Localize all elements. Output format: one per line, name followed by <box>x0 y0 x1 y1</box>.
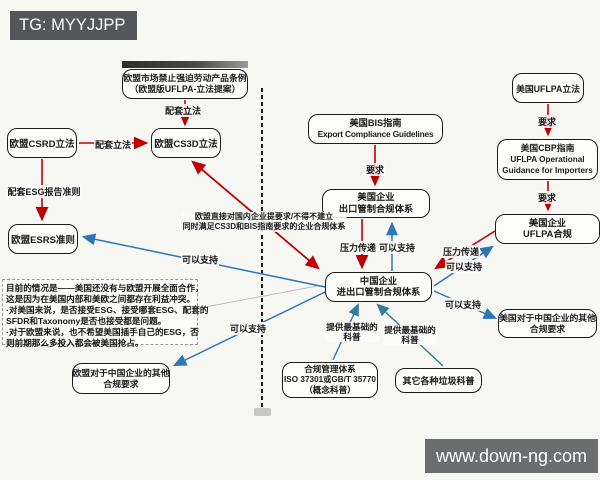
node-text: 合规要求 <box>529 323 566 334</box>
edge-label-supporting-legislation-v: 配套立法 <box>163 104 203 117</box>
node-us-export-compliance: 美国企业 出口管制合规体系 <box>322 189 430 218</box>
edge-label-line: 提供最基础的 <box>326 322 378 332</box>
node-text: 美国BIS指南 <box>349 117 402 128</box>
edge-label-basic-science-2: 提供最基础的 科普 <box>383 325 437 345</box>
node-eu-forced-labor-reg: 欧盟市场禁止强迫劳动产品条例 （欧盟版UFLPA-立法提案） <box>122 69 248 99</box>
node-text: 欧盟对于中国企业的其他 <box>72 367 170 378</box>
current-situation-note: 目前的情况是——美国还没有与欧盟开展全面合作， 这是因为在美国内部和美欧之间都存… <box>2 279 209 348</box>
edge-label-line: 科普 <box>343 332 361 342</box>
note-line: 目前的情况是——美国还没有与欧盟开展全面合作， <box>6 283 204 293</box>
node-text: 其它各种垃圾科普 <box>402 376 475 386</box>
note-line: 这是因为在美国内部和美欧之间都存在利益冲突。 <box>6 293 196 304</box>
node-text: 美国CBP指南 <box>520 143 575 153</box>
node-eu-csrd: 欧盟CSRD立法 <box>7 128 77 158</box>
node-text: UFLPA合规 <box>523 229 572 239</box>
edge-label-requirement-bis: 要求 <box>364 163 386 176</box>
node-text: 出口管制合规体系 <box>338 203 414 214</box>
node-text: 中国企业 <box>359 275 398 286</box>
node-text: 美国企业 <box>357 192 395 202</box>
edge-label-requirement-cbp: 要求 <box>536 191 558 204</box>
node-us-bis-guidelines: 美国BIS指南 Export Compliance Guidelines <box>308 114 443 144</box>
node-us-other-requirements: 美国对于中国企业的其他 合规要求 <box>498 309 597 338</box>
node-text: 合规管理体系 <box>304 364 356 375</box>
edge-label-requirement-uflpa: 要求 <box>536 115 558 128</box>
website-watermark: www.down-ng.com <box>425 439 598 473</box>
node-text: Guidance for Importers <box>502 166 593 175</box>
note-line: ·对美国来说，是否接受ESG、接受哪套ESG、配套的 <box>6 304 209 315</box>
node-text: 欧盟CSRD立法 <box>9 139 75 150</box>
note-line: ·对于欧盟来说，也不希望美国插手自己的ESG，否 <box>6 326 199 337</box>
node-eu-esrs: 欧盟ESRS准则 <box>8 224 78 254</box>
node-text: 欧盟市场禁止强迫劳动产品条例 <box>123 73 247 83</box>
edge-label-pressure-uflpa: 压力传递 <box>441 245 481 258</box>
edge-label-pressure-export: 压力传递 <box>338 241 378 254</box>
note-callout-line <box>199 285 318 309</box>
node-text: （欧盟版UFLPA-立法提案） <box>129 84 241 94</box>
edge-label-support-esrs: 可以支持 <box>180 253 220 266</box>
node-text: 欧盟CS3D立法 <box>154 139 218 150</box>
node-text: 美国UFLPA立法 <box>516 83 580 94</box>
edge-label-line: 科普 <box>401 335 419 345</box>
note-line: SFDR和Taxonomy是否也接受都是问题。 <box>6 315 167 326</box>
edge-label-eu-direct-requirement: 欧盟直接对国内企业提要求/不得不建立 同时满足CS3D和BIS指南要求的企业合规… <box>181 212 347 232</box>
node-us-uflpa-compliance: 美国企业 UFLPA合规 <box>495 214 600 244</box>
node-text: 进出口管制合规体系 <box>336 287 421 297</box>
node-text: 合规要求 <box>103 378 139 389</box>
edge-label-basic-science-1: 提供最基础的 科普 <box>325 322 379 342</box>
node-compliance-management-system: 合规管理体系 ISO 37301或GB/T 35770 （概念科普） <box>282 362 378 398</box>
edge-label-support-eu-other: 可以支持 <box>228 322 268 335</box>
edge-label-line: 同时满足CS3D和BIS指南要求的企业合规体系 <box>182 222 346 231</box>
redacted-bar <box>122 61 248 68</box>
node-text: UFLPA Operational <box>510 155 585 164</box>
edge-label-esg-reporting-standards: 配套ESG报告准则 <box>6 185 82 198</box>
note-line: 则前期那么多投入都会被美国抢占。 <box>6 337 144 348</box>
node-eu-other-requirements: 欧盟对于中国企业的其他 合规要求 <box>72 363 170 394</box>
node-text: ISO 37301或GB/T 35770 <box>284 374 376 384</box>
node-text: Export Compliance Guidelines <box>317 129 434 139</box>
edge-label-support-export: 可以支持 <box>377 241 417 254</box>
node-eu-cs3d: 欧盟CS3D立法 <box>151 128 221 158</box>
node-cn-import-export-compliance: 中国企业 进出口管制合规体系 <box>325 272 432 302</box>
telegram-watermark: TG: MYYJJPP <box>10 11 137 40</box>
edge-label-support-uflpa: 可以支持 <box>444 260 484 273</box>
node-junk-science: 其它各种垃圾科普 <box>395 368 482 393</box>
edge-label-line: 欧盟直接对国内企业提要求/不得不建立 <box>194 212 334 221</box>
node-text: 美国企业 <box>528 217 567 228</box>
edge-label-supporting-legislation-h: 配套立法 <box>93 138 133 151</box>
node-text: 欧盟ESRS准则 <box>11 235 75 246</box>
smudge-mark <box>254 408 271 416</box>
node-text: （概念科普） <box>304 385 356 396</box>
node-us-cbp-guidance: 美国CBP指南 UFLPA Operational Guidance for I… <box>497 139 598 180</box>
node-us-uflpa-law: 美国UFLPA立法 <box>512 73 584 103</box>
edge-label-support-us-other: 可以支持 <box>443 298 483 311</box>
node-text: 美国对于中国企业的其他 <box>499 312 596 323</box>
edge-label-line: 提供最基础的 <box>384 325 436 335</box>
